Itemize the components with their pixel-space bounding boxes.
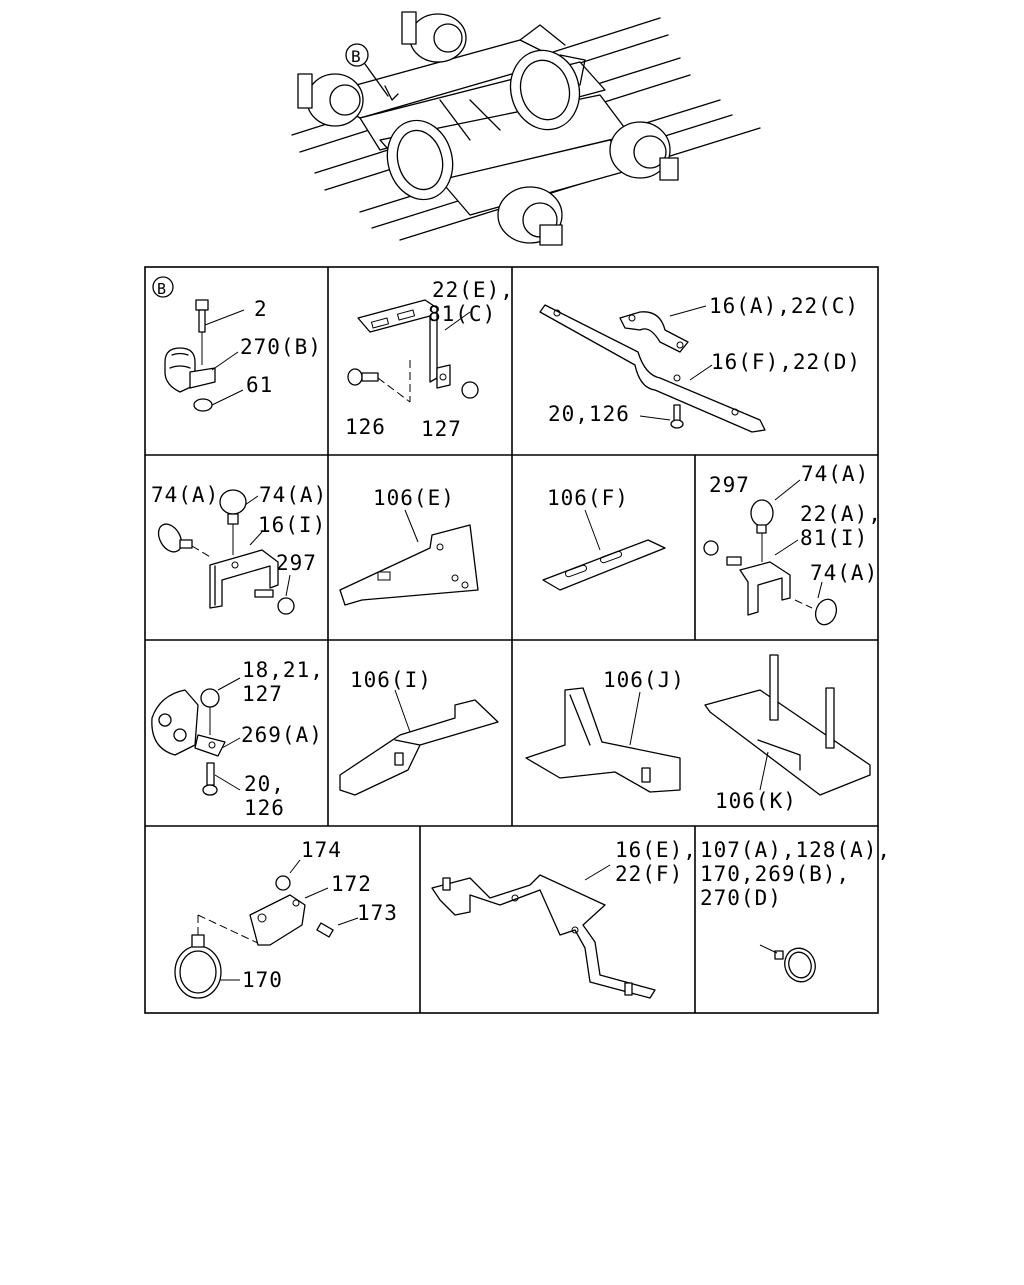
label-107a-128a: 107(A),128(A), (700, 838, 891, 862)
cell-plate-106i: 106(I) (339, 668, 499, 796)
cell-bracket-16e: 16(E), 22(F) (431, 838, 697, 999)
label-270b: 270(B) (240, 335, 322, 359)
label-106i: 106(I) (350, 668, 432, 692)
cell-plate-106k: 106(K) (704, 654, 871, 813)
detail-b-badge (152, 276, 174, 298)
label-269a: 269(A) (241, 723, 323, 747)
cell-plate-106j: 106(J) (525, 668, 685, 793)
cell-grommet-269a: 18,21, 127 269(A) 20, 126 (151, 658, 324, 820)
cell-plate-106f: 106(F) (542, 486, 666, 591)
axle-assembly-illustration: B (291, 11, 761, 246)
label-297-right: 297 (709, 473, 750, 497)
label-16e: 16(E), (615, 838, 697, 862)
label-22f: 22(F) (615, 862, 683, 886)
label-74a-r1: 74(A) (801, 462, 869, 486)
detail-b-badge-letter: B (157, 280, 167, 298)
label-106j: 106(J) (603, 668, 685, 692)
parts-grid (144, 266, 879, 1014)
label-74a-top: 74(A) (259, 483, 327, 507)
label-270d: 270(D) (700, 886, 782, 910)
cell-bracket-16i: 74(A) 74(A) 16(I) 297 (151, 483, 327, 615)
label-74a-r2: 74(A) (810, 561, 878, 585)
cell-bracket-16a: 16(A),22(C) 16(F),22(D) 20,126 (539, 294, 861, 433)
label-16f-22d: 16(F),22(D) (711, 350, 861, 374)
label-170-r4: 170 (242, 968, 283, 992)
cell-plate-106e: 106(E) (339, 486, 479, 606)
label-81c: 81(C) (428, 302, 496, 326)
label-126: 126 (345, 415, 386, 439)
label-22e: 22(E), (432, 278, 514, 302)
label-106f: 106(F) (547, 486, 629, 510)
label-127: 127 (421, 417, 462, 441)
label-20-r3: 20, (244, 772, 285, 796)
label-172: 172 (331, 872, 372, 896)
cell-bracket-22e: 22(E), 81(C) 126 127 (345, 278, 514, 441)
label-170-269b: 170,269(B), (700, 862, 850, 886)
label-106e: 106(E) (373, 486, 455, 510)
label-106k: 106(K) (715, 789, 797, 813)
label-126-r3: 126 (244, 796, 285, 820)
cell-bracket-22a: 297 74(A) 22(A), 81(I) 74(A) (703, 462, 882, 626)
cell-clamp-assembly: 107(A),128(A), 170,269(B), 270(D) (700, 838, 891, 983)
label-74a-left: 74(A) (151, 483, 219, 507)
label-81i: 81(I) (800, 526, 868, 550)
label-16i: 16(I) (258, 513, 326, 537)
label-127-r3: 127 (242, 682, 283, 706)
callout-b-circle (345, 43, 369, 67)
cell-detail-b: B 2 270(B) 61 (152, 276, 322, 412)
label-2: 2 (254, 297, 268, 321)
label-173: 173 (357, 901, 398, 925)
label-22a: 22(A), (800, 502, 882, 526)
callout-b-letter: B (351, 47, 362, 66)
cell-clamp-170: 174 172 173 170 (174, 838, 398, 999)
label-16a-22c: 16(A),22(C) (709, 294, 859, 318)
label-61: 61 (246, 373, 273, 397)
label-20-126-r1: 20,126 (548, 402, 630, 426)
label-297-left: 297 (276, 551, 317, 575)
label-174: 174 (301, 838, 342, 862)
label-18-21: 18,21, (242, 658, 324, 682)
